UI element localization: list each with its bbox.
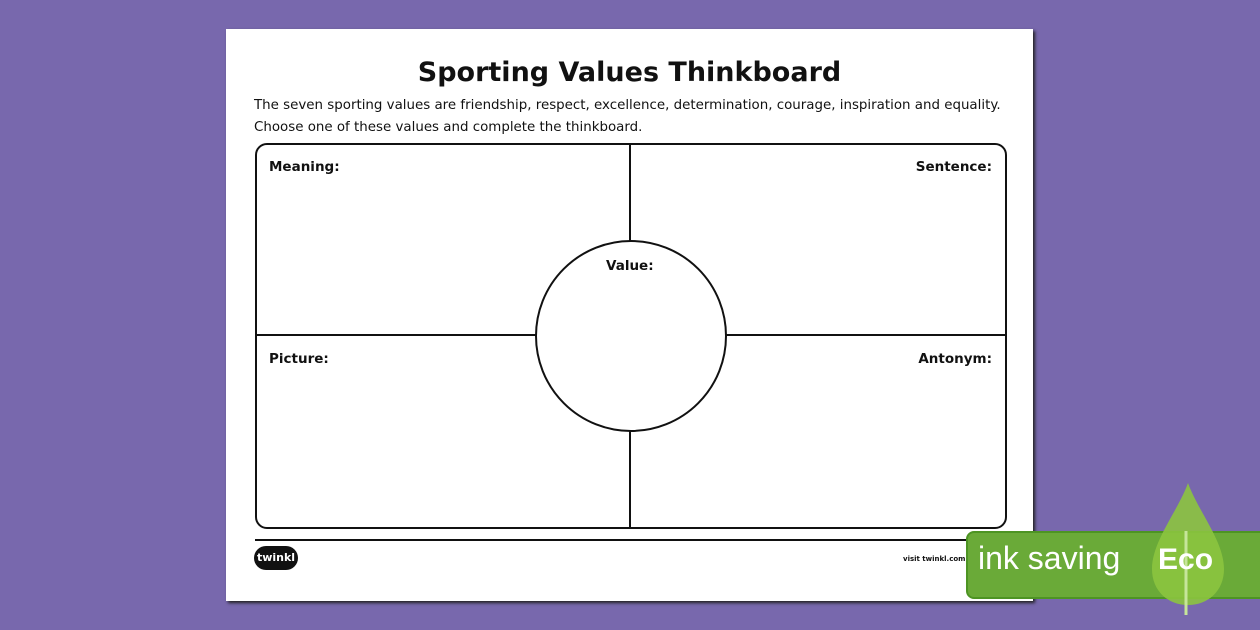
value-label: Value: <box>606 258 654 274</box>
eco-label: Eco <box>1158 543 1214 576</box>
divider <box>629 145 631 241</box>
value-circle <box>535 240 727 432</box>
sentence-label: Sentence: <box>915 159 992 175</box>
divider <box>724 334 1005 336</box>
twinkl-logo: twinkl <box>254 546 298 570</box>
footer-line <box>255 539 1005 541</box>
meaning-label: Meaning: <box>269 159 340 175</box>
antonym-label: Antonym: <box>918 351 992 367</box>
intro-text: The seven sporting values are friendship… <box>254 95 1014 139</box>
visit-link[interactable]: visit twinkl.com.au <box>903 555 965 563</box>
leaf-icon <box>1152 483 1224 615</box>
ink-saving-text: ink saving <box>978 540 1121 576</box>
intro-line: The seven sporting values are friendship… <box>254 98 1001 113</box>
divider <box>629 430 631 527</box>
picture-label: Picture: <box>269 351 329 367</box>
intro-line: Choose one of these values and complete … <box>254 120 643 135</box>
divider <box>257 334 536 336</box>
page-title: Sporting Values Thinkboard <box>417 57 842 88</box>
